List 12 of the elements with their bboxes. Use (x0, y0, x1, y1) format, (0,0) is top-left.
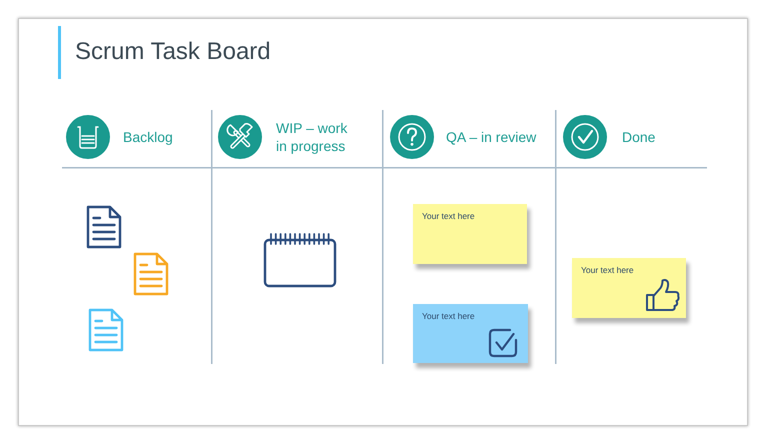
sticky-note (413, 204, 527, 264)
board-column (382, 110, 555, 364)
slide-title: Scrum Task Board (75, 38, 271, 66)
note-text: Your text here (581, 265, 634, 275)
note-text: Your text here (422, 211, 475, 221)
column-heading: QA – in review (446, 128, 536, 146)
sticky-note (572, 258, 686, 318)
column-heading: WIP – work in progress (276, 119, 348, 155)
column-heading: Done (622, 128, 656, 146)
note-text: Your text here (422, 311, 475, 321)
column-heading: Backlog (123, 128, 173, 146)
sticky-note (413, 304, 528, 363)
